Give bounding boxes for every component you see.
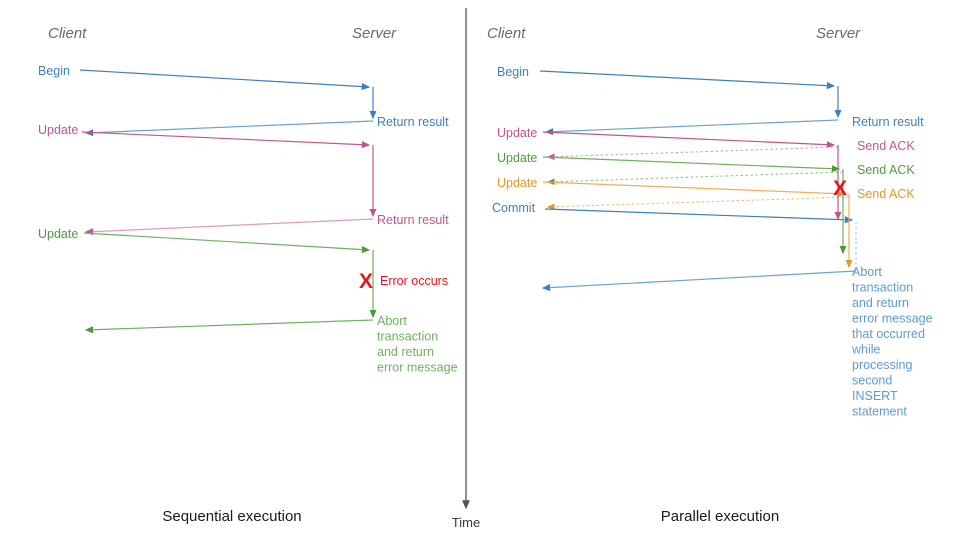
message-label-send-ack-3: Send ACK [857, 187, 915, 201]
error-occurs-label: Error occurs [380, 274, 448, 288]
abort-line-8: INSERT [852, 389, 898, 403]
message-update-2-sequential: Update [38, 227, 371, 254]
abort-line-2: and return [852, 296, 909, 310]
message-return-result-parallel: Return result [544, 115, 924, 136]
abort-line-1: transaction [377, 330, 438, 344]
sequential-client-lane-label: Client [48, 25, 87, 42]
abort-line-9: statement [852, 405, 907, 419]
arrow-commit [544, 208, 854, 224]
panel-sequential: Client Server Begin Return result Update [38, 25, 458, 525]
sequential-caption: Sequential execution [162, 508, 301, 525]
arrow-update-1-parallel [542, 131, 836, 149]
message-return-result-1-sequential: Return result [84, 115, 449, 137]
message-abort-parallel: Abort transaction and return error messa… [541, 265, 936, 419]
arrow-update-2 [83, 232, 371, 254]
abort-line-3: error message [377, 361, 458, 375]
message-label-send-ack-1: Send ACK [857, 139, 915, 153]
parallel-client-lane-label: Client [487, 25, 526, 42]
arrow-abort-parallel [541, 270, 857, 292]
abort-line-6: processing [852, 358, 912, 372]
message-label-begin: Begin [38, 64, 70, 78]
arrow-send-ack-1 [546, 146, 839, 161]
abort-message-parallel: Abort transaction and return error messa… [851, 265, 936, 419]
arrow-update-3-parallel [542, 181, 847, 198]
arrow-send-ack-2 [546, 171, 844, 186]
arrow-begin [79, 69, 371, 91]
abort-line-2: and return [377, 345, 434, 359]
arrow-update-1 [81, 131, 371, 149]
error-x-icon: X [359, 270, 373, 293]
time-axis: Time [452, 8, 480, 530]
message-commit-parallel: Commit [492, 201, 854, 224]
message-begin-sequential: Begin [38, 64, 371, 91]
abort-message-sequential: Abort transaction and return error messa… [377, 314, 458, 375]
arrow-return-result-1 [84, 120, 374, 137]
message-return-result-2-sequential: Return result [84, 213, 449, 236]
message-label-begin-parallel: Begin [497, 65, 529, 79]
abort-line-7: second [852, 374, 892, 388]
message-label-return-result-2: Return result [377, 213, 449, 227]
panel-parallel: Client Server Begin Return result Update… [487, 25, 936, 525]
message-update-1-sequential: Update [38, 123, 371, 149]
message-abort-sequential: Abort transaction and return error messa… [84, 314, 458, 375]
message-label-update-3-parallel: Update [497, 176, 537, 190]
error-marker-parallel: X [833, 177, 847, 200]
message-label-return-result-1: Return result [377, 115, 449, 129]
abort-line-0: Abort [377, 314, 407, 328]
message-label-update-1: Update [38, 123, 78, 137]
arrow-return-result-parallel [544, 119, 839, 136]
message-label-send-ack-2: Send ACK [857, 163, 915, 177]
arrow-update-2-parallel [542, 156, 841, 173]
message-label-update-1-parallel: Update [497, 126, 537, 140]
error-marker-sequential: X Error occurs [359, 270, 448, 293]
abort-line-3: error message [852, 312, 933, 326]
message-update-3-parallel: Update Send ACK [497, 176, 915, 211]
arrow-abort-sequential [84, 319, 374, 334]
abort-line-0: Abort [852, 265, 882, 279]
arrow-return-result-2 [84, 218, 374, 236]
sequential-server-lane-label: Server [352, 25, 397, 42]
message-update-2-parallel: Update Send ACK [497, 151, 915, 186]
message-update-1-parallel: Update Send ACK [497, 126, 915, 161]
abort-line-1: transaction [852, 281, 913, 295]
message-label-return-result-parallel: Return result [852, 115, 924, 129]
parallel-server-lane-label: Server [816, 25, 861, 42]
message-label-update-2: Update [38, 227, 78, 241]
message-begin-parallel: Begin [497, 65, 836, 90]
message-label-commit: Commit [492, 201, 536, 215]
arrow-send-ack-3 [546, 196, 850, 211]
arrow-begin-parallel [539, 70, 836, 90]
time-axis-label: Time [452, 515, 480, 530]
error-x-icon-parallel: X [833, 177, 847, 200]
message-label-update-2-parallel: Update [497, 151, 537, 165]
abort-line-5: while [851, 343, 881, 357]
parallel-caption: Parallel execution [661, 508, 779, 525]
abort-line-4: that occurred [852, 327, 925, 341]
